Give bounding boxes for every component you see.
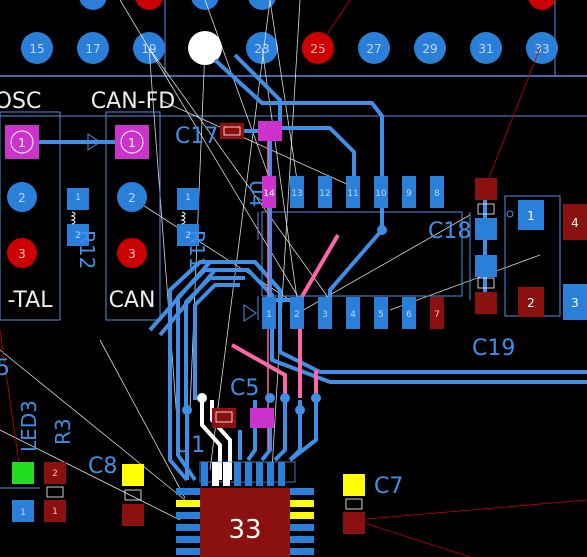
u1-label: U1: [175, 433, 205, 458]
pin-number: 25: [310, 42, 325, 56]
osc-pin-2: 2: [18, 191, 26, 205]
r11-pad-2: 2: [185, 231, 191, 241]
can-label: CAN: [109, 288, 156, 313]
svg-text:11: 11: [347, 189, 358, 199]
c19-label: C19: [472, 336, 515, 361]
r12-label: R12: [75, 230, 99, 269]
connector-pin-2: 2: [527, 296, 535, 310]
u1-right-pads: [290, 488, 314, 555]
header-pin-33[interactable]: 33: [526, 32, 558, 64]
can-pin-1: 1: [128, 136, 136, 150]
r11-resistor[interactable]: 1 2 R11: [177, 188, 209, 269]
osc-pin-3: 3: [18, 247, 26, 261]
left-edge-label: 5: [0, 356, 10, 381]
header-pin-31[interactable]: 31: [470, 32, 502, 64]
svg-text:7: 7: [434, 310, 440, 320]
svg-text:2: 2: [294, 310, 300, 320]
svg-text:9: 9: [406, 189, 412, 199]
svg-text:3: 3: [322, 310, 328, 320]
can-pin-3: 3: [128, 247, 136, 261]
r3-pad-1: 1: [52, 507, 58, 517]
c5-label: C5: [230, 376, 259, 401]
pin-number: 33: [534, 42, 549, 56]
u4-top-pads: 14 13 12 11 10 9 8: [262, 176, 444, 208]
osc-label: OSC: [0, 89, 41, 114]
led3-label: LED3: [17, 400, 41, 452]
pin-number: 17: [85, 42, 100, 56]
connector-pin-1: 1: [527, 209, 535, 223]
c7-label: C7: [374, 474, 403, 499]
led3-component[interactable]: LED3 1: [0, 400, 41, 522]
u1-top-pads: [201, 462, 285, 486]
r11-pad-1: 1: [185, 193, 191, 203]
c19-capacitor[interactable]: C19: [472, 255, 515, 361]
header-pin-29[interactable]: 29: [414, 32, 446, 64]
led3-pad-1: 1: [20, 508, 26, 518]
can-pin-2: 2: [128, 191, 136, 205]
osc-pin-1: 1: [18, 136, 26, 150]
u1-thermal-pad-label: 33: [228, 515, 261, 545]
svg-text:8: 8: [434, 189, 440, 199]
svg-text:4: 4: [350, 310, 356, 320]
r12-resistor[interactable]: 1 2 R12: [67, 188, 99, 269]
vias: [182, 225, 387, 415]
u4-ic[interactable]: U4 14 13 12 11 10 9 8: [243, 176, 463, 329]
svg-text:1: 1: [266, 310, 272, 320]
header-pin-15[interactable]: 15: [21, 32, 53, 64]
c17-capacitor[interactable]: C17: [175, 121, 282, 149]
r12-pad-1: 1: [75, 193, 81, 203]
r12-pad-2: 2: [75, 231, 81, 241]
right-connector[interactable]: 1 2 4 3: [504, 195, 587, 320]
u1-ic[interactable]: U1 33: [175, 433, 314, 557]
header-pin-27[interactable]: 27: [358, 32, 390, 64]
can-footprint[interactable]: CAN-FD 1 2 3 CAN: [87, 89, 175, 321]
connector-pin-3: 3: [571, 296, 579, 310]
c8-capacitor[interactable]: C8: [88, 454, 144, 526]
svg-text:14: 14: [263, 189, 275, 199]
c5-capacitor[interactable]: C5: [212, 376, 274, 428]
c18-label: C18: [428, 219, 471, 244]
header-pin-row: 15 17 19 23 25 27 29 3: [0, 0, 587, 117]
svg-text:6: 6: [406, 310, 412, 320]
u4-bottom-pads: 1 2 3 4 5 6 7: [262, 297, 444, 329]
r11-label: R11: [185, 230, 209, 269]
svg-text:10: 10: [375, 189, 387, 199]
copper-traces: [22, 53, 587, 482]
pin-number: 15: [29, 42, 44, 56]
can-fd-label: CAN-FD: [91, 89, 175, 114]
header-pin-17[interactable]: 17: [77, 32, 109, 64]
connector-pin-4: 4: [571, 216, 579, 230]
c17-label: C17: [175, 124, 218, 149]
svg-text:12: 12: [319, 189, 330, 199]
c18-capacitor[interactable]: C18: [428, 178, 497, 300]
svg-text:13: 13: [291, 189, 302, 199]
r3-pad-2: 2: [52, 469, 58, 479]
osc-footprint[interactable]: OSC 1 2 3 -TAL: [0, 89, 61, 321]
c7-capacitor[interactable]: C7: [343, 474, 403, 534]
pin-number: 27: [366, 42, 381, 56]
pin-number: 29: [422, 42, 437, 56]
tal-label: -TAL: [8, 288, 54, 313]
r3-label: R3: [51, 418, 75, 445]
pin-number: 31: [478, 42, 493, 56]
svg-text:5: 5: [378, 310, 384, 320]
u1-left-pads: [176, 488, 200, 555]
c8-label: C8: [88, 454, 117, 479]
r3-resistor[interactable]: R3 2 1: [44, 418, 75, 522]
